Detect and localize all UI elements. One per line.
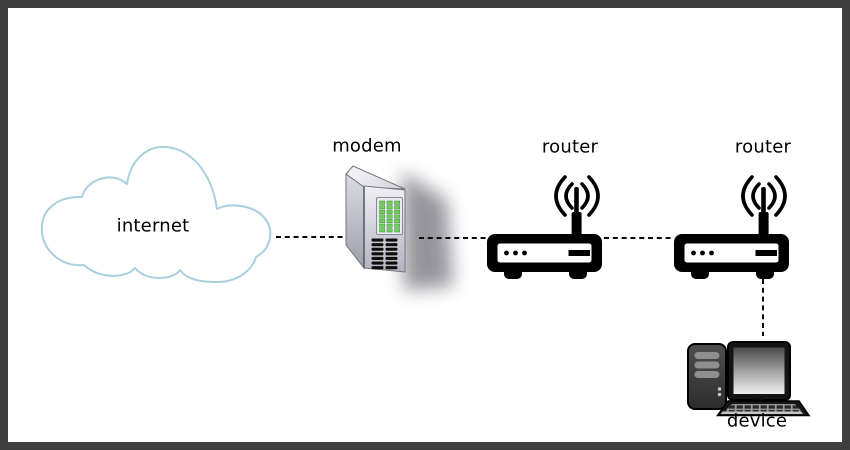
router1-label: router [541,136,599,158]
cloud-icon [40,145,272,284]
server-tower-icon [345,165,453,290]
modem-led-grid [379,200,400,233]
modem-vents [371,238,398,270]
wifi-signal-icon [554,175,600,217]
internet-label: internet [116,215,190,237]
wireless-router-icon [487,175,602,279]
router2-label: router [734,136,792,158]
desktop-computer-icon [687,341,811,417]
device-label: device [726,410,788,432]
connection-lines [276,236,764,336]
modem-label: modem [332,135,402,157]
wireless-router-icon-2 [672,175,791,281]
modem-shadow [402,172,453,290]
